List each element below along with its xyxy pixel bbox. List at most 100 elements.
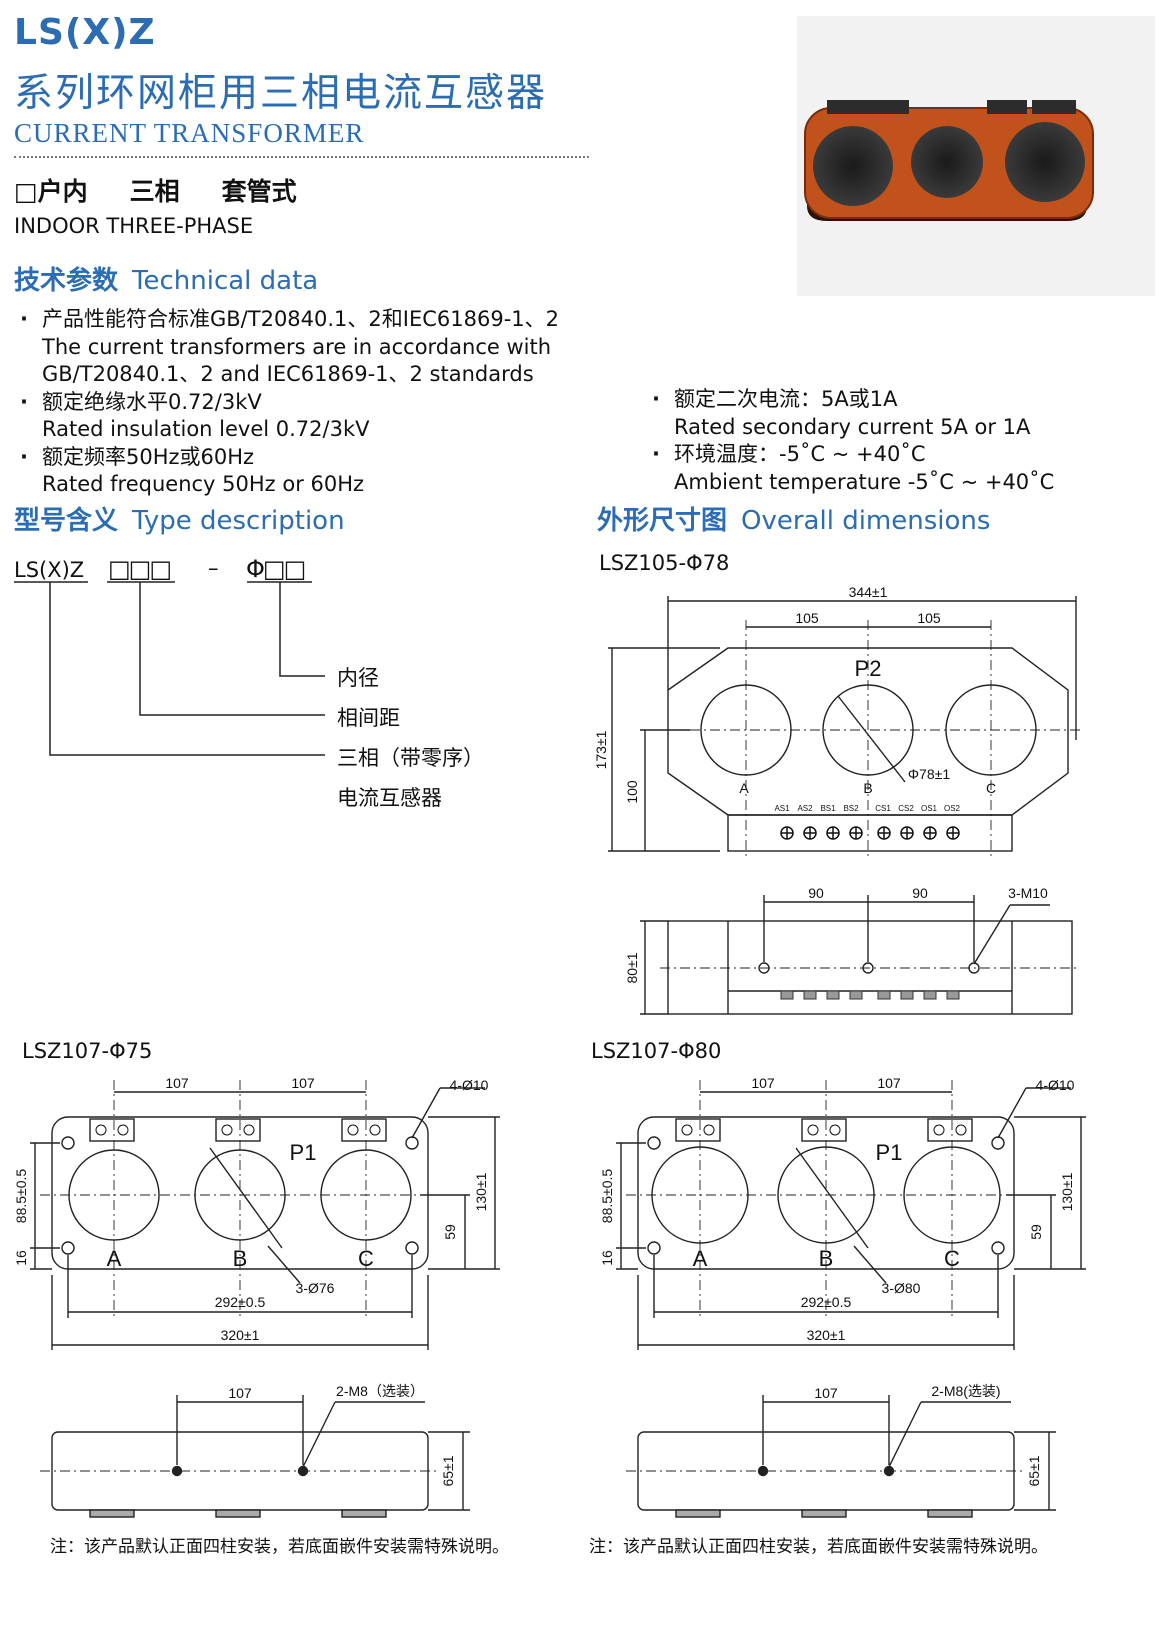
d3-mark: P1 <box>876 1140 903 1165</box>
d1-side-pitch-left: 90 <box>808 885 824 901</box>
d1-terminal-os1: OS1 <box>921 804 938 813</box>
d3-diameter: 3-Ø80 <box>882 1280 921 1296</box>
spec-list-right: 额定二次电流：5A或1A Rated secondary current 5A o… <box>646 386 1156 496</box>
d2-height-16: 16 <box>13 1250 29 1266</box>
dims-heading: 外形尺寸图 Overall dimensions <box>597 500 990 537</box>
category-cn: □户内三相套管式 <box>14 172 339 208</box>
d1-height: 173±1 <box>593 730 609 769</box>
d1-diameter: Φ78±1 <box>908 766 950 782</box>
d3-holes: 4-Ø10 <box>1036 1077 1075 1093</box>
note-right: 注：该产品默认正面四柱安装，若底面嵌件安装需特殊说明。 <box>589 1537 1048 1557</box>
spec-item-secondary-current: 额定二次电流：5A或1A Rated secondary current 5A o… <box>646 386 1156 441</box>
d1-terminal-as1: AS1 <box>774 804 790 813</box>
d1-terminal-os2: OS2 <box>944 804 961 813</box>
d2-terminal-screw <box>369 1124 381 1136</box>
d3-phase-c: C <box>944 1246 960 1271</box>
spec-current-cn: 额定二次电流：5A或1A <box>674 387 898 411</box>
spec-current-en: Rated secondary current 5A or 1A <box>674 414 1031 439</box>
d2-height-59: 59 <box>442 1224 458 1240</box>
d3-terminal-screw <box>807 1124 819 1136</box>
d1-terminal-screws <box>780 826 960 840</box>
d2-terminal-screw <box>95 1124 107 1136</box>
d2-diameter: 3-Ø76 <box>296 1280 335 1296</box>
page-title: 系列环网柜用三相电流互感器 <box>14 71 548 116</box>
d1-terminal-bs2: BS2 <box>843 804 859 813</box>
d2-width-inner: 292±0.5 <box>215 1294 266 1310</box>
d1-terminal-cs1: CS1 <box>875 804 891 813</box>
d1-terminal-bs1: BS1 <box>820 804 836 813</box>
d1-pitch-left: 105 <box>795 610 819 626</box>
spec-insulation-cn: 额定绝缘水平0.72/3kV <box>42 389 262 414</box>
type-label-three-phase: 三相（带零序） <box>337 746 484 770</box>
spec-frequency-en: Rated frequency 50Hz or 60Hz <box>42 472 365 496</box>
d3-width-outer: 320±1 <box>807 1327 846 1343</box>
spec-frequency-cn: 额定频率50Hz或60Hz <box>42 444 255 469</box>
d2-height-88: 88.5±0.5 <box>13 1169 29 1224</box>
d2-terminal-screw <box>347 1124 359 1136</box>
spec-standard-cn: 产品性能符合标准GB/T20840.1、2和IEC61869-1、2 <box>42 307 560 331</box>
category-en: INDOOR THREE-PHASE <box>14 214 254 238</box>
d2-front <box>30 1080 500 1350</box>
d3-phase-a: A <box>693 1246 708 1271</box>
d3-terminal-screw <box>955 1124 967 1136</box>
dims-heading-cn: 外形尺寸图 <box>597 506 728 536</box>
d3-terminal-screw <box>933 1124 945 1136</box>
d3-width-inner: 292±0.5 <box>801 1294 852 1310</box>
page-subtitle: CURRENT TRANSFORMER <box>14 118 365 148</box>
d3-pitch-left: 107 <box>751 1075 775 1091</box>
d1-side-height: 80±1 <box>624 952 640 983</box>
d1-terminal-cs2: CS2 <box>898 804 914 813</box>
d3-height-16: 16 <box>599 1250 615 1266</box>
d3-side <box>626 1395 1056 1518</box>
d2-phase-c: C <box>358 1246 374 1271</box>
d3-side-holes: 2-M8(选装) <box>931 1383 1000 1399</box>
d2-holes: 4-Ø10 <box>450 1077 489 1093</box>
type-heading-en: Type description <box>132 506 345 536</box>
d2-side <box>40 1395 470 1518</box>
type-label-phase-spacing: 相间距 <box>337 706 400 730</box>
d3-terminal-screw <box>829 1124 841 1136</box>
d1-terminal-as2: AS2 <box>797 804 813 813</box>
dims-heading-en: Overall dimensions <box>741 506 991 536</box>
d2-phase-b: B <box>233 1246 248 1271</box>
category-bushing: 套管式 <box>221 177 297 206</box>
d2-mark: P1 <box>290 1140 317 1165</box>
type-label-current-transformer: 电流互感器 <box>337 786 442 810</box>
d3-side-pitch: 107 <box>814 1385 838 1401</box>
d1-phase-b: B <box>863 780 872 796</box>
d1-phase-a: A <box>739 780 749 796</box>
series-code: LS(X)Z <box>14 12 156 53</box>
d3-front <box>616 1080 1086 1350</box>
d3-side-height: 65±1 <box>1026 1455 1042 1486</box>
d2-side-pitch: 107 <box>228 1385 252 1401</box>
d3-terminal-screw <box>703 1124 715 1136</box>
d2-phase-a: A <box>107 1246 122 1271</box>
product-photo <box>797 16 1155 296</box>
d1-phase-c: C <box>986 780 996 796</box>
spec-temperature-cn: 环境温度：-5˚C ~ +40˚C <box>674 442 926 466</box>
d3-phase-b: B <box>819 1246 834 1271</box>
technical-heading-cn: 技术参数 <box>14 266 119 296</box>
d1-mark: P2 <box>855 656 882 681</box>
d2-pitch-left: 107 <box>165 1075 189 1091</box>
d2-terminal-screw <box>243 1124 255 1136</box>
type-label-inner-diameter: 内径 <box>337 666 379 690</box>
d1-side-holes: 3-M10 <box>1008 885 1048 901</box>
d3-height-59: 59 <box>1028 1224 1044 1240</box>
d3-terminal-screw <box>681 1124 693 1136</box>
d3-pitch-right: 107 <box>877 1075 901 1091</box>
d3-height-88: 88.5±0.5 <box>599 1169 615 1224</box>
d2-terminal-screw <box>117 1124 129 1136</box>
d2-side-holes: 2-M8（选装） <box>336 1383 424 1399</box>
type-phi-boxes: Φ□□ <box>246 555 306 583</box>
d1-side-terminals <box>780 990 960 1000</box>
d1-overall-width: 344±1 <box>849 584 888 600</box>
d2-terminal-screw <box>221 1124 233 1136</box>
